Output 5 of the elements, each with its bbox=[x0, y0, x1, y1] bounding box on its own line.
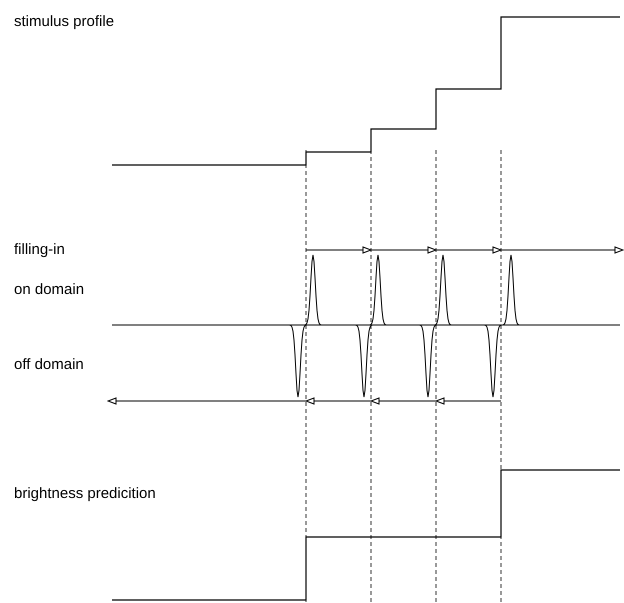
row-label: off domain bbox=[14, 356, 84, 373]
row-label: filling-in bbox=[14, 241, 65, 258]
row-label: stimulus profile bbox=[14, 13, 114, 30]
row-label: brightness predicition bbox=[14, 485, 156, 502]
row-label: on domain bbox=[14, 281, 84, 298]
